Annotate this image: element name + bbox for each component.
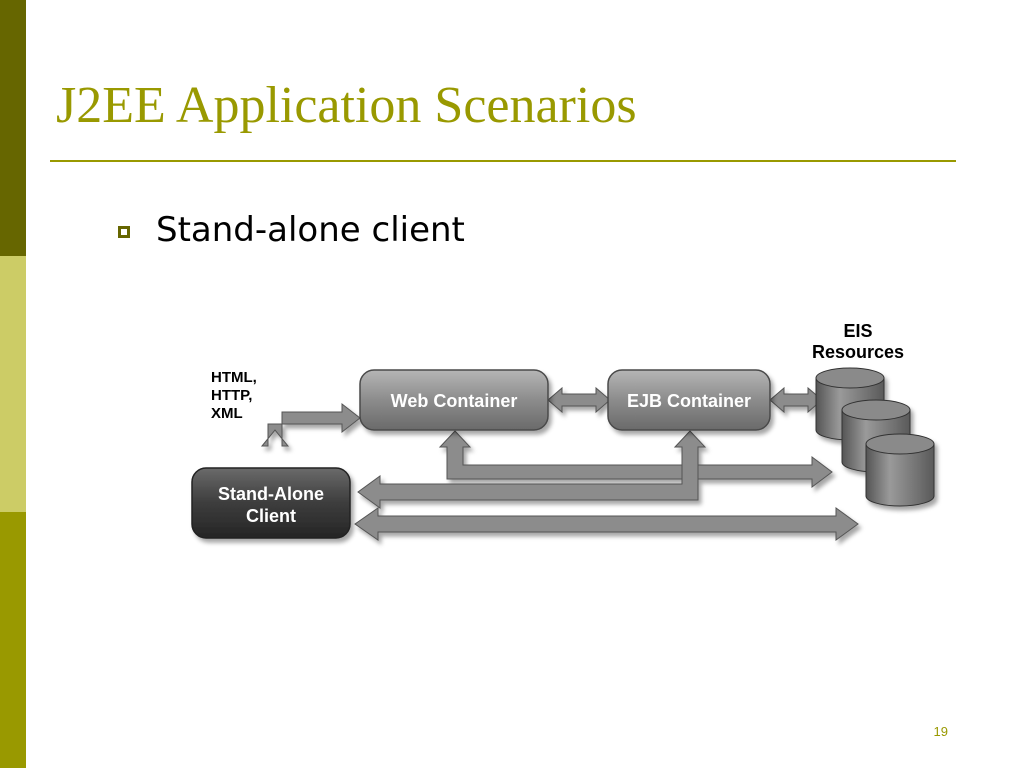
database-icon xyxy=(865,433,935,507)
protocol-arrow xyxy=(260,402,361,447)
protocol-label-xml: XML xyxy=(211,405,243,422)
web-container-label: Web Container xyxy=(391,391,518,411)
client-label-line1: Stand-Alone xyxy=(218,484,324,504)
square-bullet-icon xyxy=(118,226,130,238)
client-box xyxy=(191,467,351,539)
ejb-eis-arrow xyxy=(769,386,823,414)
client-eis-arrow xyxy=(354,507,859,541)
web-ejb-arrow xyxy=(547,386,611,414)
protocol-label-http: HTTP, xyxy=(211,387,252,404)
page-number: 19 xyxy=(933,724,948,739)
side-bar-olive xyxy=(0,512,26,768)
protocol-label-html: HTML, xyxy=(211,369,257,386)
ejb-container-box xyxy=(607,369,771,431)
ejb-client-arrow xyxy=(357,430,707,509)
side-bar-dark xyxy=(0,0,26,256)
ejb-container-label: EJB Container xyxy=(627,391,751,411)
slide-title: J2EE Application Scenarios xyxy=(56,77,637,134)
eis-label-line2: Resources xyxy=(812,342,904,362)
eis-label-line1: EIS xyxy=(843,321,872,341)
title-underline xyxy=(50,160,956,162)
web-eis-arrow xyxy=(438,430,833,488)
side-bar-light xyxy=(0,256,26,512)
web-container-box xyxy=(359,369,549,431)
bullet-text: Stand-alone client xyxy=(156,210,465,250)
client-label-line2: Client xyxy=(246,506,296,526)
